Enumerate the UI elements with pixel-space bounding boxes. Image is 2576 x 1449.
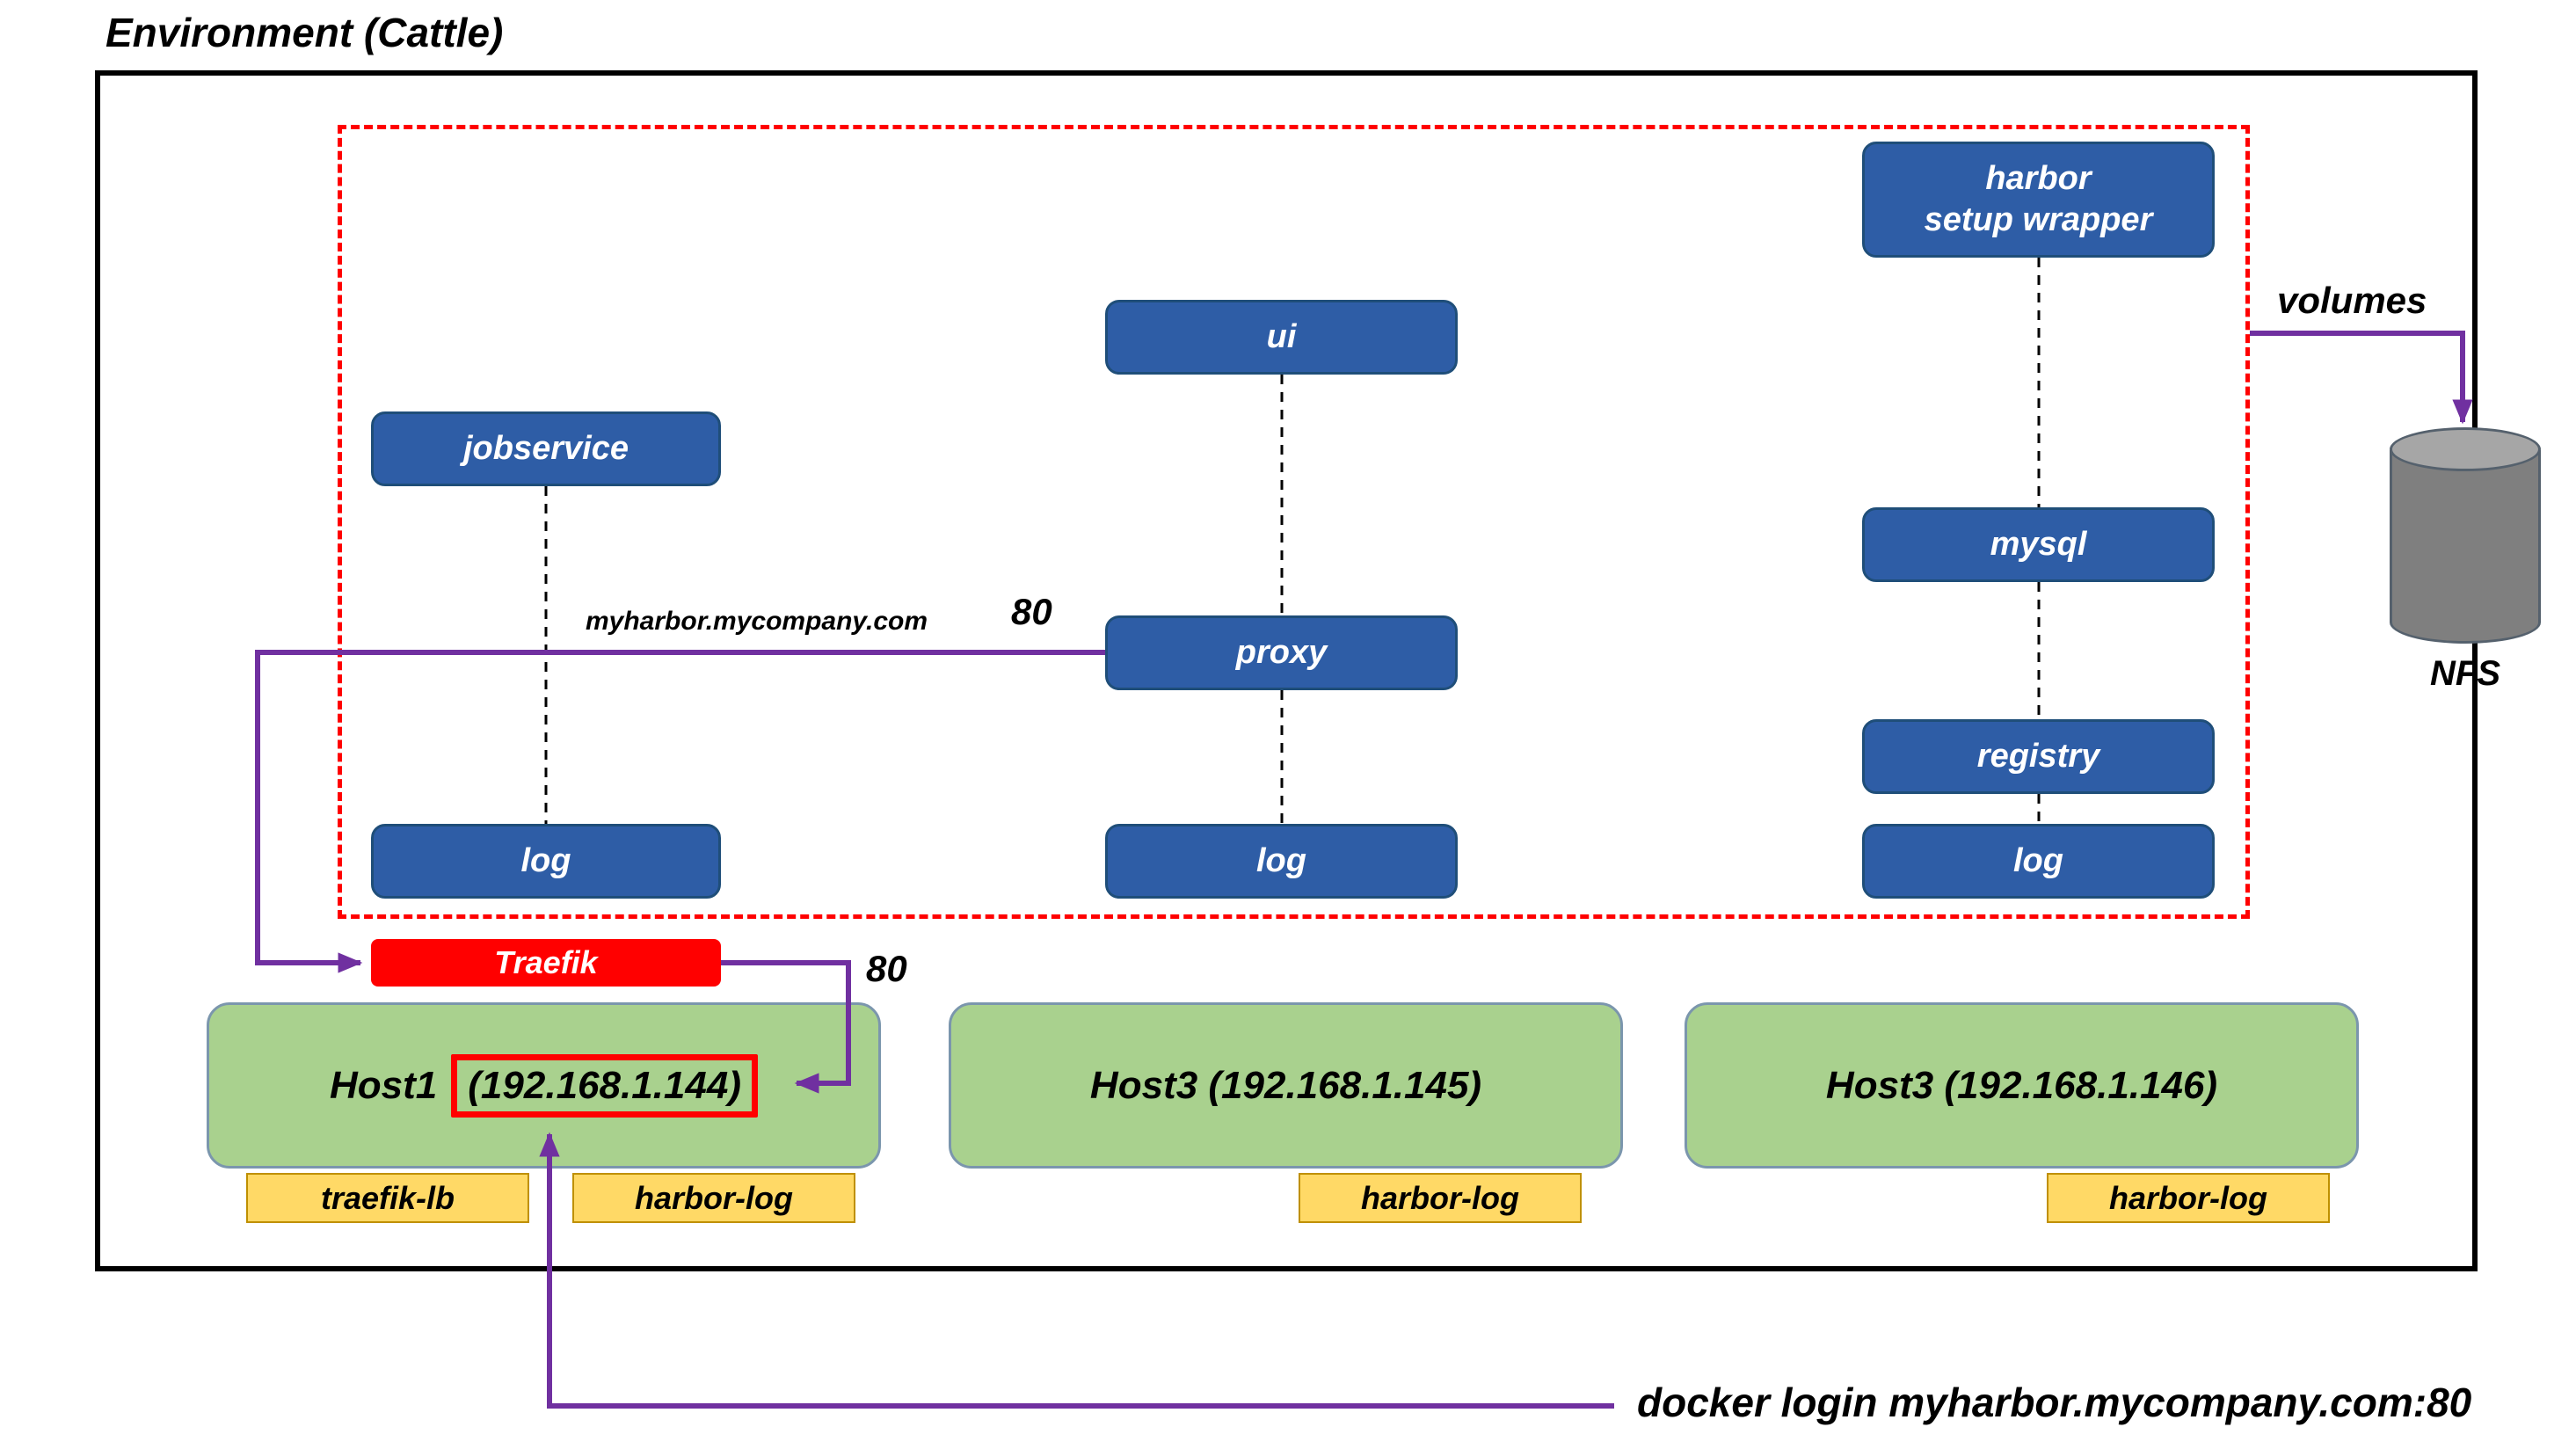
service-box-ui: ui: [1105, 300, 1458, 375]
host1-name: Host1: [330, 1063, 438, 1107]
host3-box: Host3 (192.168.1.146): [1685, 1002, 2359, 1169]
volumes-label: volumes: [2277, 280, 2427, 321]
environment-title: Environment (Cattle): [106, 10, 504, 55]
service-box-mysql: mysql: [1862, 507, 2215, 582]
service-box-log-middle: log: [1105, 824, 1458, 899]
host1-ip-highlight: (192.168.1.144): [451, 1053, 758, 1118]
port-80-traefik-label: 80: [866, 948, 907, 989]
service-box-jobservice: jobservice: [371, 411, 721, 486]
harbor-stack-boundary: [338, 125, 2250, 919]
service-box-log-right: log: [1862, 824, 2215, 899]
badge-harbor-log-1: harbor-log: [572, 1173, 855, 1223]
nfs-label: NFS: [2430, 654, 2500, 693]
service-label-harbor: harbor: [1985, 159, 2092, 197]
service-label-setup-wrapper: setup wrapper: [1924, 201, 2153, 238]
host2-box: Host3 (192.168.1.145): [949, 1002, 1623, 1169]
service-box-proxy: proxy: [1105, 615, 1458, 690]
badge-harbor-log-2: harbor-log: [1299, 1173, 1582, 1223]
nfs-cylinder-body: [2390, 450, 2541, 644]
badge-traefik-lb: traefik-lb: [246, 1173, 529, 1223]
traefik-box: Traefik: [371, 939, 721, 987]
service-box-log-left: log: [371, 824, 721, 899]
badge-harbor-log-3: harbor-log: [2047, 1173, 2330, 1223]
proxy-domain-label: myharbor.mycompany.com: [586, 607, 928, 636]
nfs-cylinder-top: [2390, 427, 2541, 471]
service-box-registry: registry: [1862, 719, 2215, 794]
service-box-harbor-setup-wrapper: harbor setup wrapper: [1862, 142, 2215, 258]
host1-box: Host1 (192.168.1.144): [207, 1002, 881, 1169]
port-80-proxy-label: 80: [1011, 591, 1052, 632]
docker-login-label: docker login myharbor.mycompany.com:80: [1637, 1380, 2472, 1425]
